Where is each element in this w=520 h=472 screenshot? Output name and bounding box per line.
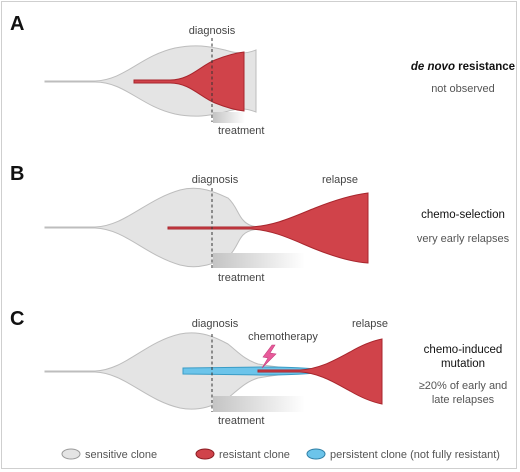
lightning-bolt-icon (261, 344, 277, 369)
panel-b-diagnosis-label: diagnosis (192, 174, 239, 186)
panel-c-treatment-bar (213, 396, 305, 412)
legend-sensitive-label: sensitive clone (85, 449, 157, 461)
panel-a: A diagnosis treatment de novo resistance… (10, 13, 515, 137)
panel-c-side-title-line2: mutation (441, 358, 485, 370)
panel-a-side-title: de novo resistance (411, 61, 515, 73)
panel-c-resistant-clone (257, 338, 383, 405)
panel-b-resistant-clone (167, 192, 369, 264)
panel-b-side-title: chemo-selection (421, 209, 505, 221)
panel-c-diagnosis-label: diagnosis (192, 318, 239, 330)
panel-c-chemotherapy-label: chemotherapy (248, 331, 318, 343)
panel-c-side-title-line1: chemo-induced (424, 344, 503, 356)
panel-a-treatment-bar (213, 112, 245, 123)
legend-resistant-label: resistant clone (219, 449, 290, 461)
panel-b: B diagnosis relapse treatment chemo-sele… (10, 163, 510, 284)
panel-c-side-desc-line1: ≥20% of early and (419, 380, 508, 392)
panel-b-relapse-label: relapse (322, 174, 358, 186)
panel-b-treatment-bar (213, 253, 305, 268)
panel-a-letter: A (10, 13, 24, 35)
sensitive-clone-swatch (61, 448, 81, 460)
panel-b-treatment-label: treatment (218, 272, 264, 284)
legend: sensitive clone resistant clone persiste… (61, 448, 500, 461)
legend-persistent-label: persistent clone (not fully resistant) (330, 449, 500, 461)
panel-b-side-desc: very early relapses (417, 233, 510, 245)
panel-c-side-desc-line2: late relapses (432, 394, 495, 406)
panel-a-resistant-clone (133, 51, 245, 112)
panel-a-side-desc: not observed (431, 83, 495, 95)
panel-c-letter: C (10, 308, 24, 330)
panel-a-treatment-label: treatment (218, 125, 264, 137)
panel-c: C diagnosis chemotherapy relapse treatme… (10, 308, 507, 427)
resistant-clone-swatch (195, 448, 215, 460)
persistent-clone-swatch (306, 448, 326, 460)
panel-c-treatment-label: treatment (218, 415, 264, 427)
panel-a-diagnosis-label: diagnosis (189, 25, 236, 37)
panel-b-letter: B (10, 163, 24, 185)
panel-c-relapse-label: relapse (352, 318, 388, 330)
